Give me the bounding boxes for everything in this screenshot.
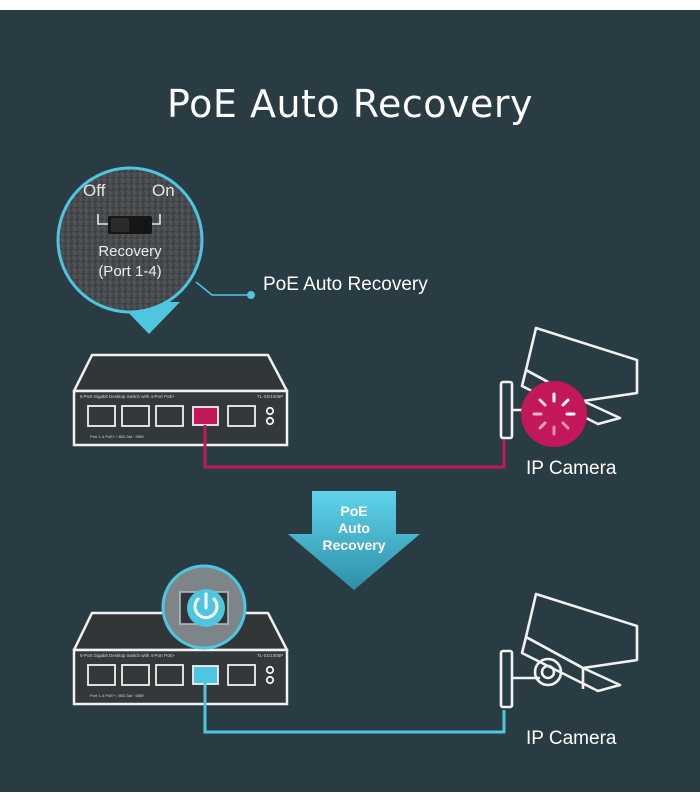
port-magnifier	[161, 564, 247, 650]
top-camera-label: IP Camera	[526, 458, 617, 479]
switch-caption-line1: Recovery	[98, 243, 162, 260]
page-title: PoE Auto Recovery	[167, 82, 533, 126]
switch-caption-line2: (Port 1-4)	[98, 263, 162, 280]
diagram-graphics: 5-Port Gigabit Desktop Switch with 4-Por…	[56, 166, 639, 734]
svg-text:5-Port Gigabit Desktop Switch: 5-Port Gigabit Desktop Switch with 4-Por…	[80, 653, 176, 658]
svg-text:TL-SG1005P: TL-SG1005P	[257, 394, 283, 399]
svg-text:Port 1-4 PoE+ / 802.3at · 65W: Port 1-4 PoE+ / 802.3at · 65W	[90, 693, 144, 698]
arrow-label: PoE Auto Recovery	[304, 503, 404, 554]
svg-text:5-Port Gigabit Desktop Switch: 5-Port Gigabit Desktop Switch with 4-Por…	[80, 394, 176, 399]
svg-text:Port 1-4 PoE+ / 802.3at · 65W: Port 1-4 PoE+ / 802.3at · 65W	[90, 434, 144, 439]
power-cycle-icon	[193, 592, 219, 619]
bottom-camera-label: IP Camera	[526, 728, 617, 749]
switch-off-label: Off	[83, 181, 106, 200]
diagram-canvas: 5-Port Gigabit Desktop Switch with 4-Por…	[0, 10, 700, 792]
arrow-label-line2: Auto	[338, 520, 370, 536]
recovery-switch-magnifier	[56, 166, 204, 334]
svg-text:TL-SG1005P: TL-SG1005P	[257, 653, 283, 658]
arrow-label-line1: PoE	[340, 503, 368, 519]
switch-top: 5-Port Gigabit Desktop Switch with 4-Por…	[72, 353, 289, 447]
cable-fault	[203, 425, 506, 469]
ip-camera-bottom	[499, 592, 639, 709]
down-arrow	[288, 491, 420, 590]
camera-fault-indicator	[521, 381, 587, 447]
callout-label: PoE Auto Recovery	[263, 274, 428, 295]
cable-restored	[203, 683, 506, 734]
switch-on-label: On	[152, 181, 175, 200]
arrow-label-line3: Recovery	[322, 537, 386, 553]
switch-caption: Recovery (Port 1-4)	[80, 242, 180, 282]
loading-spinner-icon	[532, 392, 576, 436]
callout-connector	[195, 281, 255, 299]
